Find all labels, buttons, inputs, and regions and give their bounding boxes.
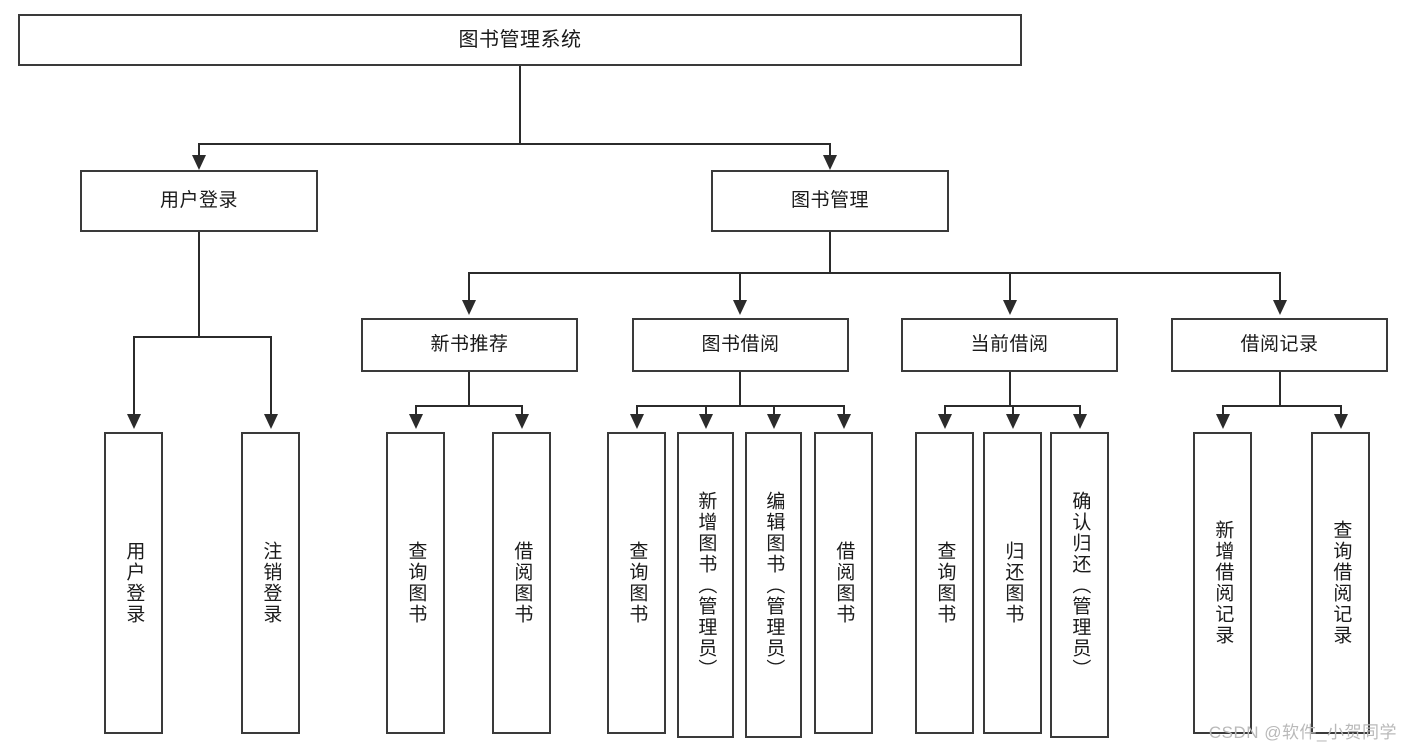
node-root-book-management-system[interactable]: 图书管理系统 — [18, 14, 1022, 66]
node-label: 确认归还（管理员） — [1069, 490, 1091, 680]
connector-book-borrow-drop-2 — [705, 405, 707, 417]
leaf-query-book-1[interactable]: 查询图书 — [386, 432, 445, 734]
connector-book-manage-drop-2 — [739, 272, 741, 302]
connector-current-borrow-drop-3 — [1079, 405, 1081, 417]
connector-user-login-drop-1 — [133, 336, 135, 416]
watermark-text: CSDN @软件_小贺同学 — [1208, 723, 1397, 742]
connector-book-borrow-drop-4 — [843, 405, 845, 417]
node-label: 查询图书 — [405, 541, 427, 625]
node-user-login[interactable]: 用户登录 — [80, 170, 318, 232]
arrow-to-leaf-add-book-admin — [699, 414, 713, 429]
arrow-to-leaf-confirm-return-admin — [1073, 414, 1087, 429]
leaf-query-borrow-record[interactable]: 查询借阅记录 — [1311, 432, 1370, 734]
connector-new-book-bar — [415, 405, 522, 407]
arrow-to-leaf-query-book-2 — [630, 414, 644, 429]
node-borrow-record[interactable]: 借阅记录 — [1171, 318, 1388, 372]
node-label: 借阅记录 — [1240, 333, 1319, 355]
connector-borrow-record-drop-1 — [1222, 405, 1224, 417]
arrow-to-leaf-logout-login — [264, 414, 278, 429]
connector-borrow-record-drop-2 — [1340, 405, 1342, 417]
arrow-to-leaf-query-book-3 — [938, 414, 952, 429]
node-label: 借阅图书 — [511, 541, 533, 625]
leaf-user-login[interactable]: 用户登录 — [104, 432, 163, 734]
node-label: 新增图书（管理员） — [695, 490, 717, 680]
arrow-to-book-borrow — [733, 300, 747, 315]
node-label: 当前借阅 — [970, 333, 1049, 355]
node-book-manage[interactable]: 图书管理 — [711, 170, 949, 232]
connector-book-borrow-drop-1 — [636, 405, 638, 417]
connector-book-borrow-bar — [636, 405, 844, 407]
connector-borrow-record-trunk — [1279, 372, 1281, 405]
node-label: 归还图书 — [1002, 541, 1024, 625]
node-label: 用户登录 — [123, 541, 145, 625]
arrow-to-new-book-recommend — [462, 300, 476, 315]
connector-borrow-record-bar — [1222, 405, 1341, 407]
node-label: 注销登录 — [260, 541, 282, 625]
connector-book-borrow-trunk — [739, 372, 741, 405]
leaf-return-book[interactable]: 归还图书 — [983, 432, 1042, 734]
leaf-edit-book-admin[interactable]: 编辑图书（管理员） — [745, 432, 802, 738]
arrow-root-to-book-manage — [823, 155, 837, 170]
connector-root-bar — [198, 143, 831, 145]
connector-book-manage-drop-4 — [1279, 272, 1281, 302]
connector-book-borrow-drop-3 — [773, 405, 775, 417]
node-label: 借阅图书 — [833, 541, 855, 625]
arrow-root-to-user-login — [192, 155, 206, 170]
arrow-to-current-borrow — [1003, 300, 1017, 315]
connector-root-to-book-manage — [829, 143, 831, 158]
node-label: 查询图书 — [934, 541, 956, 625]
arrow-to-leaf-query-book-1 — [409, 414, 423, 429]
leaf-add-book-admin[interactable]: 新增图书（管理员） — [677, 432, 734, 738]
node-book-borrow[interactable]: 图书借阅 — [632, 318, 849, 372]
node-label: 查询借阅记录 — [1330, 520, 1352, 646]
connector-current-borrow-drop-1 — [944, 405, 946, 417]
arrow-to-leaf-edit-book-admin — [767, 414, 781, 429]
node-label: 查询图书 — [626, 541, 648, 625]
leaf-logout-login[interactable]: 注销登录 — [241, 432, 300, 734]
connector-user-login-bar — [133, 336, 270, 338]
leaf-borrow-book-1[interactable]: 借阅图书 — [492, 432, 551, 734]
leaf-query-book-2[interactable]: 查询图书 — [607, 432, 666, 734]
connector-book-manage-trunk — [829, 232, 831, 272]
leaf-query-book-3[interactable]: 查询图书 — [915, 432, 974, 734]
arrow-to-leaf-query-borrow-record — [1334, 414, 1348, 429]
connector-new-book-drop-1 — [415, 405, 417, 417]
leaf-confirm-return-admin[interactable]: 确认归还（管理员） — [1050, 432, 1109, 738]
arrow-to-leaf-user-login — [127, 414, 141, 429]
connector-book-manage-drop-3 — [1009, 272, 1011, 302]
connector-root-to-user-login — [198, 143, 200, 158]
connector-user-login-trunk — [198, 232, 200, 336]
node-current-borrow[interactable]: 当前借阅 — [901, 318, 1118, 372]
arrow-to-leaf-borrow-book-2 — [837, 414, 851, 429]
node-label: 新书推荐 — [430, 333, 509, 355]
arrow-to-leaf-return-book — [1006, 414, 1020, 429]
connector-current-borrow-trunk — [1009, 372, 1011, 405]
connector-user-login-drop-2 — [270, 336, 272, 416]
arrow-to-borrow-record — [1273, 300, 1287, 315]
arrow-to-leaf-borrow-book-1 — [515, 414, 529, 429]
connector-book-manage-bar — [468, 272, 1280, 274]
node-label: 图书借阅 — [701, 333, 780, 355]
arrow-to-leaf-add-borrow-record — [1216, 414, 1230, 429]
connector-current-borrow-drop-2 — [1012, 405, 1014, 417]
node-label: 编辑图书（管理员） — [763, 490, 785, 680]
connector-new-book-drop-2 — [521, 405, 523, 417]
node-label: 图书管理系统 — [458, 29, 582, 51]
leaf-borrow-book-2[interactable]: 借阅图书 — [814, 432, 873, 734]
connector-new-book-trunk — [468, 372, 470, 405]
connector-book-manage-drop-1 — [468, 272, 470, 302]
node-label: 用户登录 — [159, 189, 238, 211]
node-label: 新增借阅记录 — [1212, 520, 1234, 646]
leaf-add-borrow-record[interactable]: 新增借阅记录 — [1193, 432, 1252, 734]
connector-root-trunk — [519, 66, 521, 143]
node-new-book-recommend[interactable]: 新书推荐 — [361, 318, 578, 372]
node-label: 图书管理 — [790, 189, 869, 211]
